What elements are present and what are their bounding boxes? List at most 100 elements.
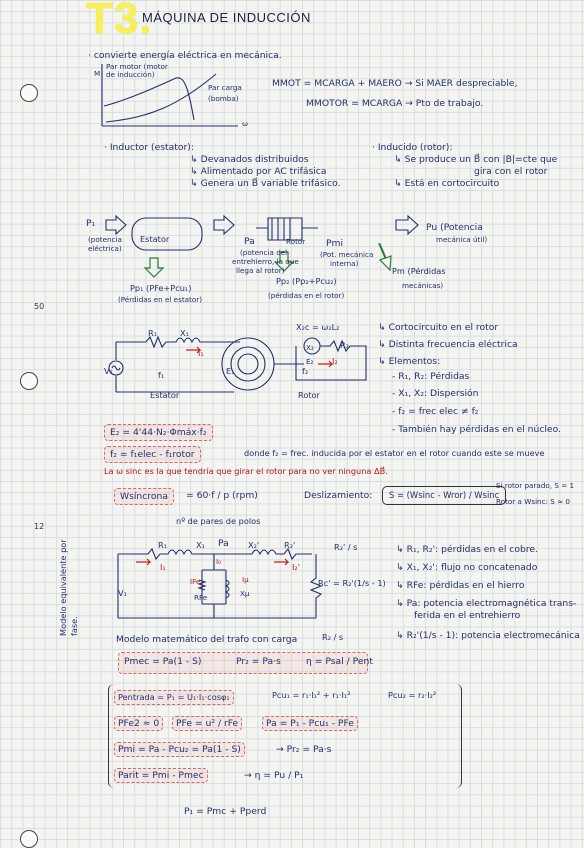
power-flow-diagram	[105, 214, 419, 278]
stator-rotor-circuit	[108, 335, 367, 393]
inducido-item: ↳ Se produce un B⃗ con |B|=cte que	[394, 154, 558, 165]
inducido-item: ↳ Está en cortocircuito	[394, 178, 500, 189]
model-caption: Modelo matemático del trafo con carga	[116, 634, 298, 645]
x1-label: X₁	[180, 328, 189, 338]
summary-item: → η = Pu / P₁	[244, 770, 304, 781]
pmi-desc: interna)	[330, 259, 359, 268]
f2-equation: f₂ = f₁elec - f₁rotor	[104, 446, 201, 464]
pp2-desc: (pérdidas en el rotor)	[268, 291, 345, 300]
p1-desc: (potencia	[88, 235, 122, 244]
pm-desc: mecánicas)	[402, 281, 444, 290]
pp1-desc: (Pérdidas en el estator)	[118, 295, 203, 304]
equivalent-circuit	[117, 547, 323, 619]
summary-item: Pcu₁ = r₁·I₁² + r₁·I₁²	[272, 690, 351, 700]
pmec-equation: Pmec = Pa(1 - S)	[124, 656, 202, 667]
r2-label: R₂	[340, 340, 349, 350]
pr2-equation: Pr₂ = Pa·s	[236, 656, 281, 667]
graph-x-label: ω	[242, 119, 249, 128]
summary-item: Pmi = Pa - Pcu₂ = Pa(1 - S)	[114, 742, 245, 758]
pa-label: Pa	[244, 236, 255, 247]
binder-hole	[20, 830, 38, 848]
p1-label: P₁	[86, 218, 96, 229]
f2-label: f₂	[302, 366, 309, 376]
note-item: - f₂ = frec elec ≠ f₂	[392, 406, 479, 417]
torque-speed-graph	[101, 64, 238, 127]
inductor-item: ↳ Devanados distribuidos	[190, 154, 309, 165]
xmu-label: Xμ	[240, 589, 250, 598]
note-item: - R₁, R₂: Pérdidas	[392, 371, 470, 382]
e1-label: E₁	[226, 366, 235, 376]
margin-number: 12	[34, 522, 45, 531]
note-item: ↳ Cortocircuito en el rotor	[378, 322, 499, 333]
graph-load-label: Par carga	[208, 83, 242, 92]
graph-y-label: M	[94, 69, 101, 78]
i2-label: I₂'	[292, 562, 300, 572]
page-title: MÁQUINA DE INDUCCIÓN	[142, 10, 311, 25]
pmi-label: Pmi	[326, 238, 344, 249]
slip-equation: S = (Wsinc - Wror) / Wsinc	[382, 486, 507, 506]
note-item: ↳ R₁, R₂': pérdidas en el cobre.	[396, 544, 538, 555]
i0-label: I₀	[216, 557, 222, 566]
margin-number: 50	[34, 302, 45, 311]
eta-equation: η = Psal / Pent	[306, 656, 373, 667]
pa-label: Pa	[218, 538, 229, 549]
note-item: - También hay pérdidas en el núcleo.	[392, 424, 561, 435]
summary-item: Pentrada = P₁ = U₁·I₁·cosφ₁	[114, 690, 234, 706]
torque-equation: MMOTOR = MCARGA → Pto de trabajo.	[306, 98, 484, 109]
note-item: ↳ Elementos:	[378, 356, 441, 367]
section-number: T3.	[86, 0, 153, 43]
note-item: ↳ Distinta frecuencia eléctrica	[378, 339, 518, 350]
pmi-desc: (Pot. mecánica	[320, 250, 374, 259]
inducido-heading: · Inducido (rotor):	[372, 142, 453, 153]
pu-label: Pu (Potencia	[426, 222, 483, 233]
stator-label: Estator	[150, 390, 180, 400]
binder-hole	[20, 84, 38, 102]
power-equations-box	[118, 652, 368, 674]
f1-label: f₁	[158, 370, 165, 380]
e2-label: E₂	[306, 357, 314, 366]
slip-label: Deslizamiento:	[304, 490, 373, 501]
summary-item: PFe2 ≈ 0	[114, 716, 164, 732]
rotor-label: Rotor	[298, 390, 320, 400]
wsync-label: Wsíncrona	[114, 488, 174, 506]
intro-line: · convierte energía eléctrica en mecánic…	[88, 50, 282, 61]
summary-item: → Pr₂ = Pa·s	[276, 744, 332, 755]
note-item: ↳ Pa: potencia electromagnética trans-	[396, 598, 577, 609]
pp2-label: Pp₂ (Pp₂+Pcu₂)	[276, 276, 337, 286]
slip-case: Rotor a Wsinc: S ≈ 0	[496, 497, 571, 506]
pa-desc: (potencia del	[240, 248, 288, 257]
r1-label: R₁	[148, 328, 157, 338]
model-caption-r: R₂ / s	[322, 632, 344, 642]
graph-load-label: (bomba)	[208, 94, 239, 103]
x1-label: X₁	[196, 540, 205, 550]
e2-equation: E₂ = 4'44·N₂·Φmáx·f₂	[104, 424, 213, 442]
binder-hole	[20, 372, 38, 390]
i1-label: I₁	[160, 562, 166, 572]
v1-label: V₁	[104, 366, 113, 376]
summary-item: PFe = u² / rFe	[172, 716, 243, 732]
graph-motor-label: Par motor (motor de inducción)	[106, 62, 168, 79]
rotor-label: Rotor	[286, 237, 306, 246]
wsync-note: La ω sinc es la que tendría que girar el…	[104, 466, 388, 476]
inducido-item: gira con el rotor	[474, 166, 548, 177]
v1-label: V₁	[118, 588, 127, 598]
summary-item: Pa = P₁ - Pcu₁ - PFe	[262, 716, 358, 732]
pa-desc: llega al rotor)	[236, 266, 285, 275]
imu-label: Iμ	[242, 575, 249, 584]
note-item: - X₁, X₂: Dispersión	[392, 388, 479, 399]
note-item: ferida en el entrehierro	[414, 610, 521, 621]
r2-label: R₂'	[284, 540, 296, 550]
x2-equation: X₂c = ω₂L₂	[296, 322, 340, 332]
inductor-item: ↳ Genera un B⃗ variable trifásico.	[190, 178, 341, 189]
stator-label: Estator	[140, 234, 170, 244]
x2-label: X₂'	[248, 540, 260, 550]
equivalent-model-label: Modelo equivalente por fase.	[58, 539, 79, 636]
r2s-label: R₂' / s	[334, 542, 358, 552]
summary-item: Parit = Pmi - Pmec	[114, 768, 208, 784]
torque-equation: MMOT = MCARGA + MAERO → Si MAER despreci…	[272, 78, 518, 89]
i2-label: I₂	[332, 356, 338, 366]
inductor-heading: · Inductor (estator):	[104, 142, 194, 153]
pa-desc: entrehierro, la que	[232, 257, 299, 266]
pp1-label: Pp₁ (PFe+Pcu₁)	[130, 283, 192, 293]
rc-label: Rc' = R₂'(1/s - 1)	[318, 578, 386, 588]
